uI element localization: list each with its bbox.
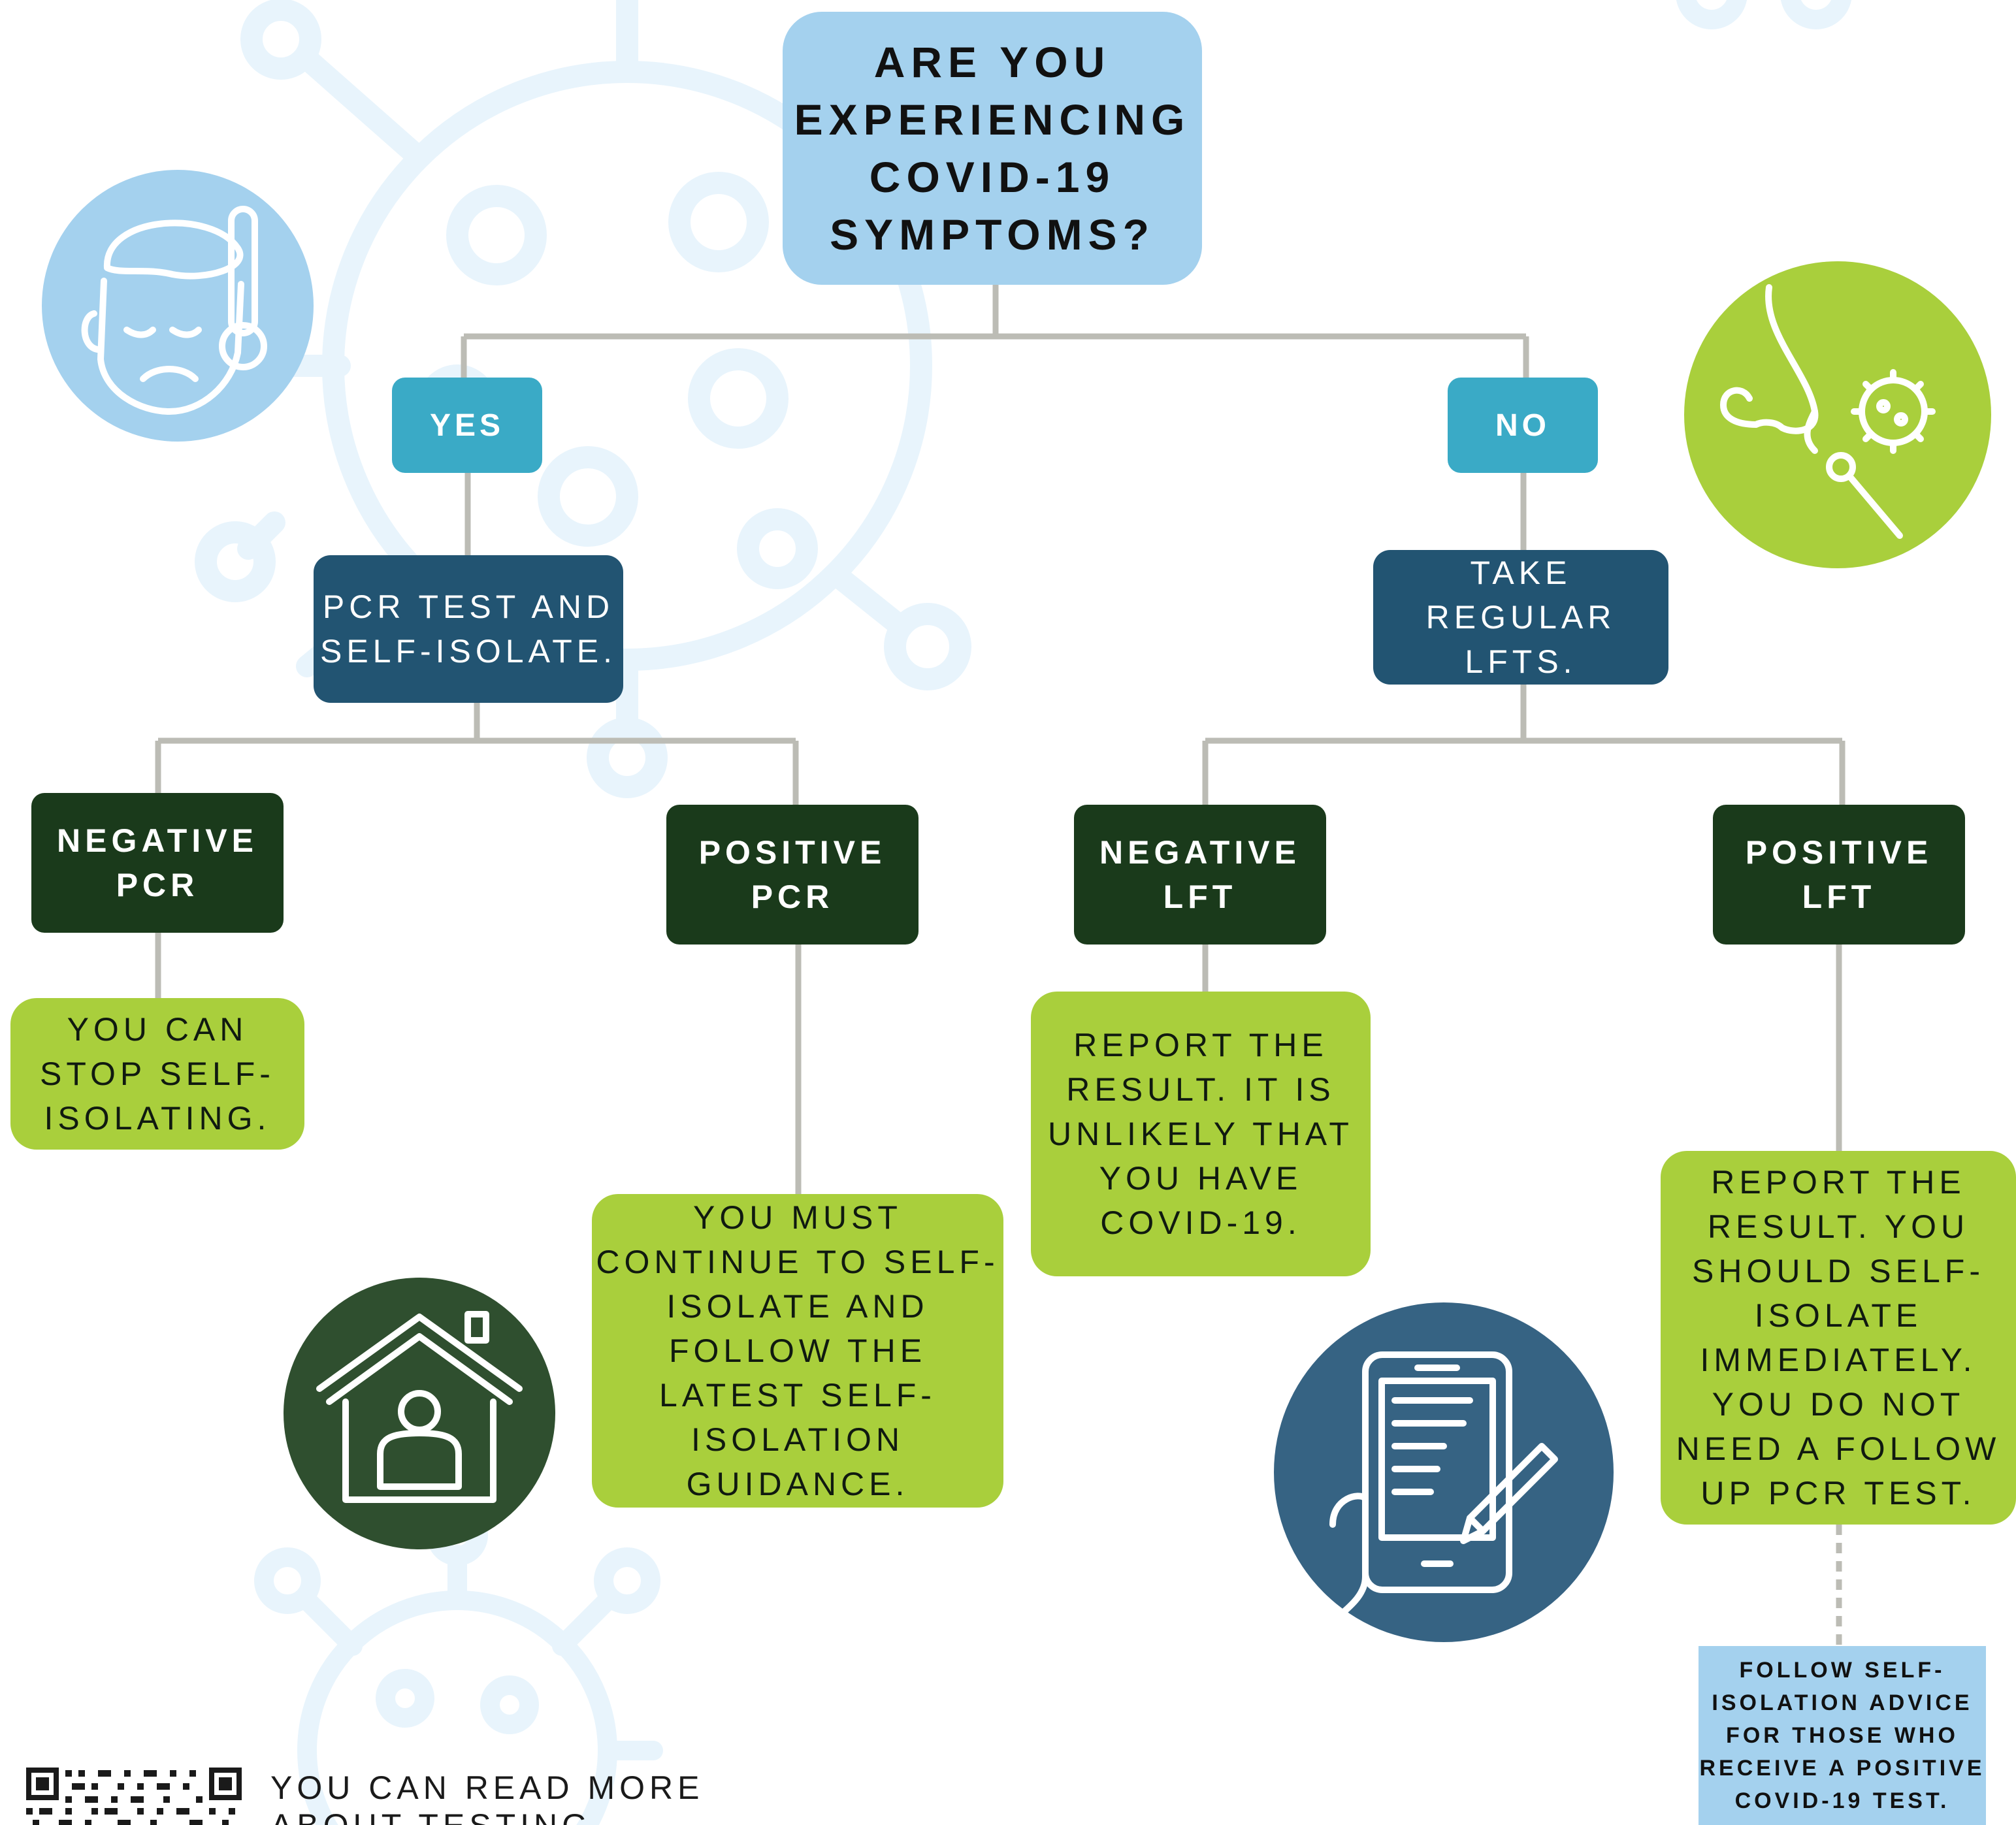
tablet-report-pen-icon — [1274, 1302, 1614, 1642]
positive-pcr-advice-box: YOU MUST CONTINUE TO SELF- ISOLATE AND F… — [592, 1194, 1003, 1508]
self-isolation-advice-note: FOLLOW SELF- ISOLATION ADVICE FOR THOSE … — [1699, 1646, 1986, 1825]
virus-icon — [254, 1504, 663, 1825]
read-more-link[interactable]: YOU CAN READ MORE ABOUT TESTING — [270, 1769, 704, 1825]
sick-person-thermometer-icon — [42, 170, 314, 442]
negative-lft-box: NEGATIVE LFT — [1074, 805, 1326, 945]
positive-lft-box: POSITIVE LFT — [1713, 805, 1965, 945]
negative-pcr-advice-box: YOU CAN STOP SELF- ISOLATING. — [10, 998, 304, 1150]
nose-swab-virus-icon — [1684, 261, 1991, 568]
pcr-test-box: PCR TEST AND SELF-ISOLATE. — [314, 555, 623, 703]
positive-lft-advice-box: REPORT THE RESULT. YOU SHOULD SELF- ISOL… — [1661, 1151, 2016, 1525]
regular-lft-box: TAKE REGULAR LFTS. — [1373, 550, 1668, 685]
connector-lines — [155, 284, 1845, 1646]
no-box: NO — [1448, 378, 1598, 473]
yes-box: YES — [392, 378, 542, 473]
qr-code-icon — [26, 1768, 242, 1825]
positive-pcr-box: POSITIVE PCR — [666, 805, 919, 945]
virus-icon — [1676, 0, 1852, 29]
question-box: ARE YOU EXPERIENCING COVID-19 SYMPTOMS? — [783, 12, 1202, 285]
house-person-icon — [284, 1278, 555, 1549]
negative-pcr-box: NEGATIVE PCR — [31, 793, 284, 933]
negative-lft-advice-box: REPORT THE RESULT. IT IS UNLIKELY THAT Y… — [1031, 992, 1371, 1276]
